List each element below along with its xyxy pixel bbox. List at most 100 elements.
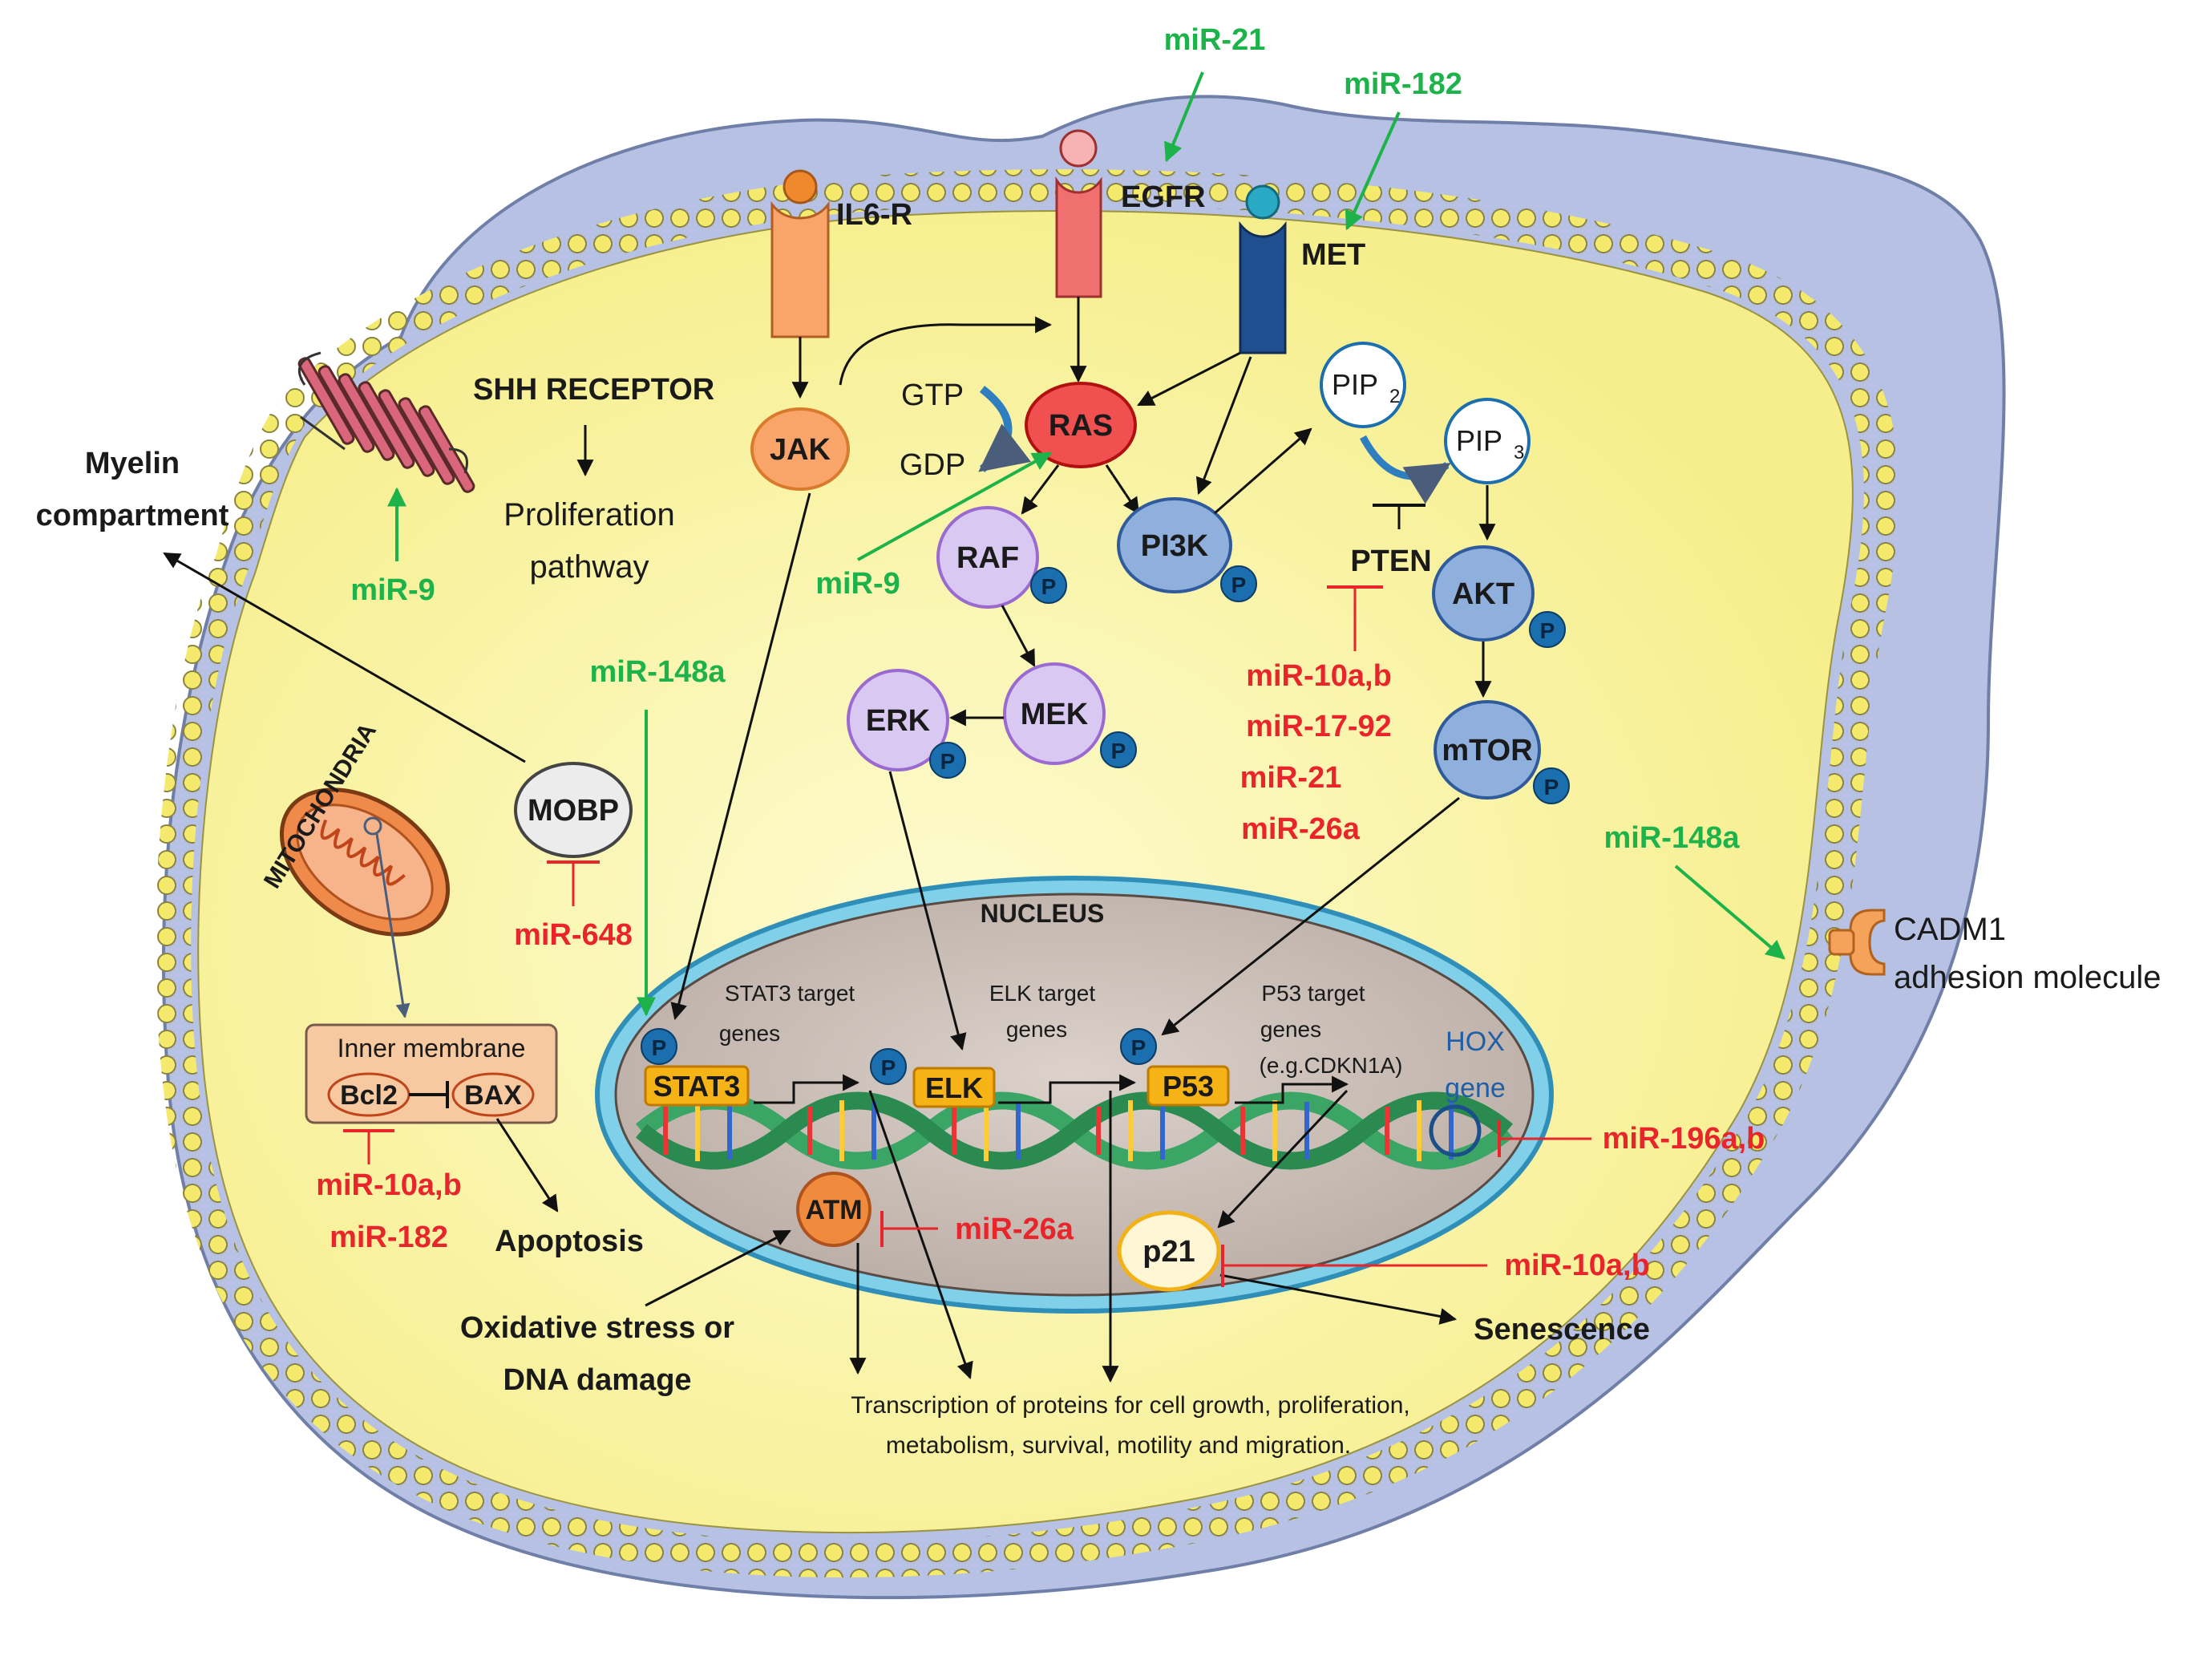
erk-node	[847, 669, 949, 771]
erk-phospho-label: P	[940, 749, 956, 774]
hox-gene-marker	[1429, 1104, 1482, 1157]
mir148a-right-label: miR-148a	[1604, 821, 1741, 855]
p53-promoter-arrow	[1235, 1075, 1349, 1104]
jak-node	[750, 407, 850, 491]
stat3-promoter-arrow	[754, 1074, 860, 1104]
elk-label: ELK	[925, 1071, 983, 1104]
stat3-to-transcription-arrow	[868, 1090, 973, 1379]
mir26a-atm-label: miR-26a	[955, 1213, 1074, 1246]
ras-label: RAS	[1049, 409, 1113, 443]
stat3-box	[644, 1065, 750, 1107]
hox-label-2: gene	[1445, 1073, 1506, 1103]
stat3-phospho	[641, 1028, 677, 1065]
stat3-label: STAT3	[653, 1070, 741, 1103]
elk-phospho	[870, 1048, 907, 1085]
mir148a-left-label: miR-148a	[590, 655, 726, 689]
plasma-membrane	[156, 169, 1899, 1578]
egfr-label: EGFR	[1121, 180, 1206, 214]
nucleus	[614, 893, 1535, 1297]
pi3k-label: PI3K	[1141, 529, 1209, 563]
bcl2-mir-2: miR-182	[330, 1221, 448, 1254]
met-label: MET	[1301, 238, 1365, 272]
jak-to-egfr-arrow	[839, 316, 1053, 386]
mir21-top-arrow	[1164, 71, 1204, 163]
pi3k-node	[1117, 497, 1232, 593]
mir9-ras-arrow	[857, 451, 1053, 561]
p53-target-label-3: (e.g.CDKN1A)	[1260, 1053, 1403, 1078]
transcription-label-1: Transcription of proteins for cell growt…	[851, 1392, 1410, 1419]
mek-label: MEK	[1021, 698, 1089, 731]
cadm1-label-1: CADM1	[1894, 912, 2006, 947]
elk-target-label-1: ELK target	[989, 981, 1096, 1006]
pip2-node	[1320, 342, 1406, 428]
mir648-label: miR-648	[514, 918, 633, 952]
pip2-subscript: 2	[1389, 386, 1400, 407]
egfr-receptor	[1055, 129, 1102, 298]
hox-label-1: HOX	[1446, 1026, 1505, 1057]
p21-label: p21	[1142, 1235, 1195, 1269]
mir21-top-label: miR-21	[1164, 23, 1266, 57]
p53-box	[1146, 1065, 1230, 1107]
pip2-to-pip3-arrow	[1360, 435, 1451, 504]
pi3k-to-pip2-arrow	[1214, 427, 1312, 515]
atm-node	[796, 1172, 871, 1247]
shh-receptor-label: SHH RECEPTOR	[473, 373, 714, 407]
mtor-node	[1434, 700, 1541, 800]
p21-to-senescence-arrow	[1219, 1273, 1458, 1325]
raf-phospho-label: P	[1041, 574, 1057, 599]
met-to-pi3k-arrow	[1195, 356, 1252, 495]
mir9-ras-label: miR-9	[815, 567, 900, 601]
mir182-top-arrow	[1345, 111, 1401, 231]
pip2-label: PIP	[1332, 368, 1378, 401]
elk-box	[912, 1067, 996, 1108]
nucleus-label: NUCLEUS	[981, 899, 1105, 928]
ras-to-raf-arrow	[1021, 464, 1060, 515]
mek-phospho	[1100, 731, 1137, 768]
il6r-label: IL6-R	[836, 198, 912, 232]
pip3-subscript: 3	[1514, 442, 1524, 464]
pten-mir-3: miR-21	[1240, 761, 1342, 795]
cadm1-label-2: adhesion molecule	[1894, 960, 2161, 995]
senescence-label: Senescence	[1474, 1313, 1650, 1346]
erk-label: ERK	[866, 704, 931, 738]
mtor-label: mTOR	[1442, 734, 1532, 767]
p53-to-p21-arrow	[1217, 1089, 1349, 1229]
raf-label: RAF	[956, 541, 1019, 575]
inner-membrane-label: Inner membrane	[338, 1034, 526, 1063]
mito-origin	[363, 816, 382, 836]
erk-to-elk-arrow	[888, 771, 967, 1051]
pi3k-phospho-label: P	[1231, 573, 1247, 597]
myelin-label-1: Myelin	[85, 447, 180, 480]
mtor-to-p53-arrow	[1161, 796, 1460, 1036]
akt-phospho-label: P	[1540, 618, 1555, 643]
mek-phospho-label: P	[1111, 739, 1126, 763]
jak-label: JAK	[770, 433, 831, 467]
met-to-ras-arrow	[1137, 351, 1241, 407]
mir182-top-label: miR-182	[1344, 67, 1462, 101]
elk-promoter-arrow	[998, 1074, 1137, 1104]
apoptosis-label: Apoptosis	[495, 1225, 644, 1258]
mito-to-membrane-arrow	[375, 833, 410, 1018]
bax-node	[451, 1072, 535, 1117]
mitochondria-icon	[279, 787, 451, 937]
elk-target-label-2: genes	[1006, 1017, 1067, 1042]
myelin-label-2: compartment	[36, 499, 229, 532]
erk-phospho	[929, 742, 966, 779]
raf-to-mek-arrow	[1001, 605, 1036, 667]
akt-phospho	[1529, 611, 1566, 648]
oxidative-label-1: Oxidative stress or	[460, 1311, 734, 1345]
raf-phospho	[1030, 567, 1067, 604]
akt-node	[1432, 545, 1535, 642]
mir9-shh-label: miR-9	[350, 573, 435, 607]
bcl2-mir-1: miR-10a,b	[316, 1168, 462, 1202]
mtor-phospho	[1533, 767, 1570, 804]
p53-target-label-1: P53 target	[1261, 981, 1365, 1006]
proliferation-label-2: pathway	[530, 549, 649, 585]
mir196-label: miR-196a,b	[1603, 1122, 1765, 1156]
stat3-target-label-2: genes	[719, 1021, 780, 1046]
inner-membrane-box	[305, 1023, 558, 1124]
shh-receptor-icon	[297, 351, 475, 493]
p53-target-label-2: genes	[1260, 1017, 1321, 1042]
gtp-label: GTP	[901, 379, 964, 412]
